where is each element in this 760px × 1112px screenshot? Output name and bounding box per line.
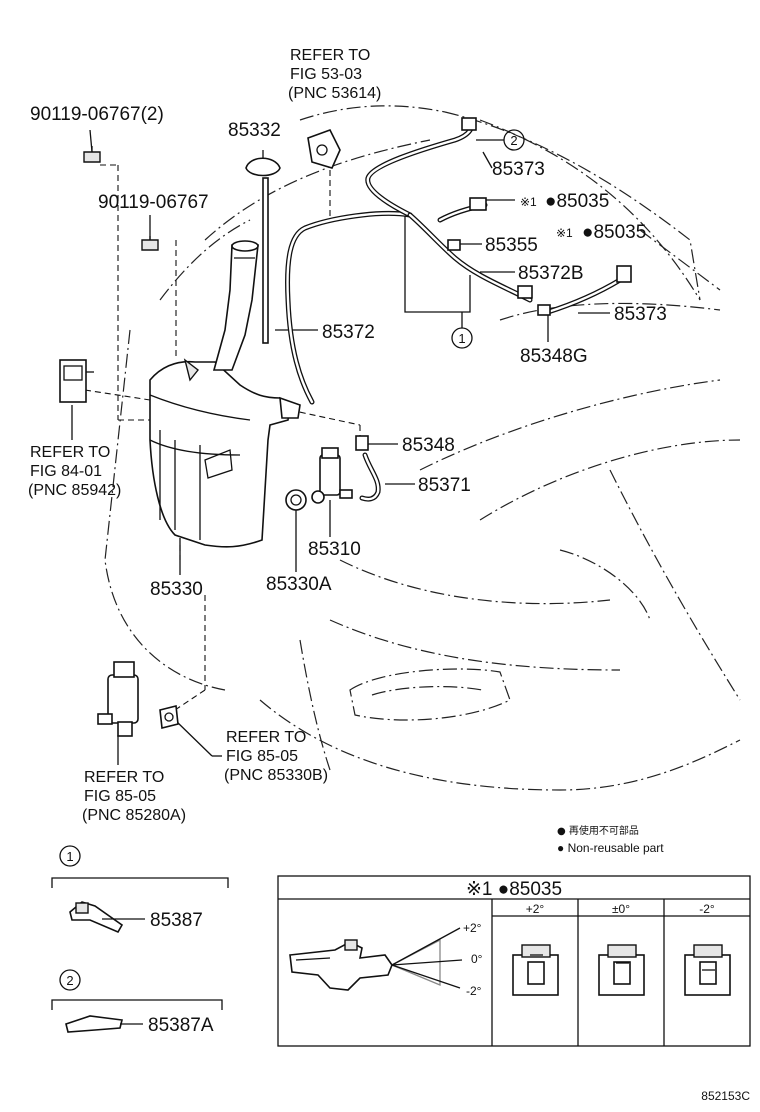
angle-plus2: +2°: [463, 921, 482, 935]
legend-english: ● Non-reusable part: [557, 841, 664, 855]
clip1-callout: 1: [66, 849, 73, 864]
col-minus2: -2°: [699, 902, 715, 916]
callout-1-main: 1: [451, 327, 473, 349]
clip-detail-2: 2 85387A: [51, 969, 223, 1036]
pump-85310: [319, 447, 353, 499]
label-85372b: 85372B: [518, 263, 584, 284]
legend: ● 再使用不可部品 ● Non-reusable part: [557, 824, 664, 855]
callout-1-number: 1: [458, 331, 465, 346]
label-85372: 85372: [322, 322, 375, 343]
hose-85373-upper: [365, 117, 475, 218]
clip2-callout: 2: [66, 973, 73, 988]
ref-84-line3: (PNC 85942): [28, 482, 121, 499]
car-body-outline: [104, 105, 741, 791]
ref-53-line1: REFER TO: [290, 47, 370, 64]
small-parts: [447, 117, 632, 316]
label-85348g: 85348G: [520, 346, 588, 367]
pump-85280a: [97, 661, 139, 737]
ref-84-line1: REFER TO: [30, 444, 110, 461]
angle-zero: 0°: [471, 952, 483, 966]
ref-53-line3: (PNC 53614): [288, 85, 381, 102]
label-85330a: 85330A: [266, 574, 332, 595]
ref-53-line2: FIG 53-03: [290, 66, 362, 83]
col-plus2: +2°: [526, 902, 545, 916]
filler-neck: [212, 240, 259, 371]
grommet-85330b: [159, 705, 179, 729]
label-85332: 85332: [228, 120, 281, 141]
label-85371: 85371: [418, 475, 471, 496]
label-90119-06767-2: 90119-06767(2): [30, 104, 164, 125]
dashed-guide-lines: [84, 160, 361, 711]
nozzle-front-zero: [598, 944, 645, 996]
ref-85a-line3: (PNC 85280A): [82, 807, 186, 824]
callout-2-main: 2: [503, 129, 525, 151]
nozzle-front-minus2: [684, 944, 731, 996]
nozzle-front-plus2: [512, 944, 559, 996]
label-85035-b-mark: ※1: [556, 226, 573, 240]
hose-85372: [285, 210, 413, 405]
grommet-85330a: [285, 489, 325, 511]
label-85330: 85330: [150, 579, 203, 600]
label-90119-06767: 90119-06767: [98, 192, 209, 213]
sensor-85942: [59, 359, 94, 403]
joint-85348: [355, 435, 369, 451]
bolts: [83, 146, 159, 251]
ref-84-line2: FIG 84-01: [30, 463, 102, 480]
ref-85a-line1: REFER TO: [84, 769, 164, 786]
label-85355: 85355: [485, 235, 538, 256]
label-85373-right: 85373: [614, 304, 667, 325]
ref-85b-line1: REFER TO: [226, 729, 306, 746]
adjustment-table: ※1 ●85035 +2° ±0° -2° +2° 0° -2°: [277, 875, 751, 1047]
label-85035-a: ●85035: [545, 191, 609, 212]
leader-lines: [71, 129, 610, 765]
angle-minus2: -2°: [466, 984, 482, 998]
part-labels: 90119-06767(2) 90119-06767 85332 REFER T…: [28, 47, 667, 824]
ref-85b-line2: FIG 85-05: [226, 748, 298, 765]
label-85373-top: 85373: [492, 159, 545, 180]
label-85348: 85348: [402, 435, 455, 456]
ref-85a-line2: FIG 85-05: [84, 788, 156, 805]
figure-code: 852153C: [701, 1089, 750, 1103]
level-gauge-85332: [245, 157, 281, 344]
col-zero: ±0°: [612, 902, 630, 916]
callout-2-number: 2: [510, 133, 517, 148]
label-85035-a-mark: ※1: [520, 195, 537, 209]
clip2-part-number: 85387A: [148, 1015, 214, 1036]
hood-bracket-53614: [307, 129, 341, 169]
nozzle-side-view: +2° 0° -2°: [289, 921, 483, 998]
label-85310: 85310: [308, 539, 361, 560]
legend-chinese: ● 再使用不可部品: [557, 824, 639, 837]
ref-85b-line3: (PNC 85330B): [224, 767, 328, 784]
label-85035-b: ●85035: [582, 222, 646, 243]
clip-detail-1: 1 85387: [51, 845, 229, 934]
washer-tank: [149, 358, 301, 548]
hose-85371: [359, 452, 381, 502]
clip1-part-number: 85387: [150, 910, 203, 931]
table-title: ※1 ●85035: [466, 879, 562, 900]
